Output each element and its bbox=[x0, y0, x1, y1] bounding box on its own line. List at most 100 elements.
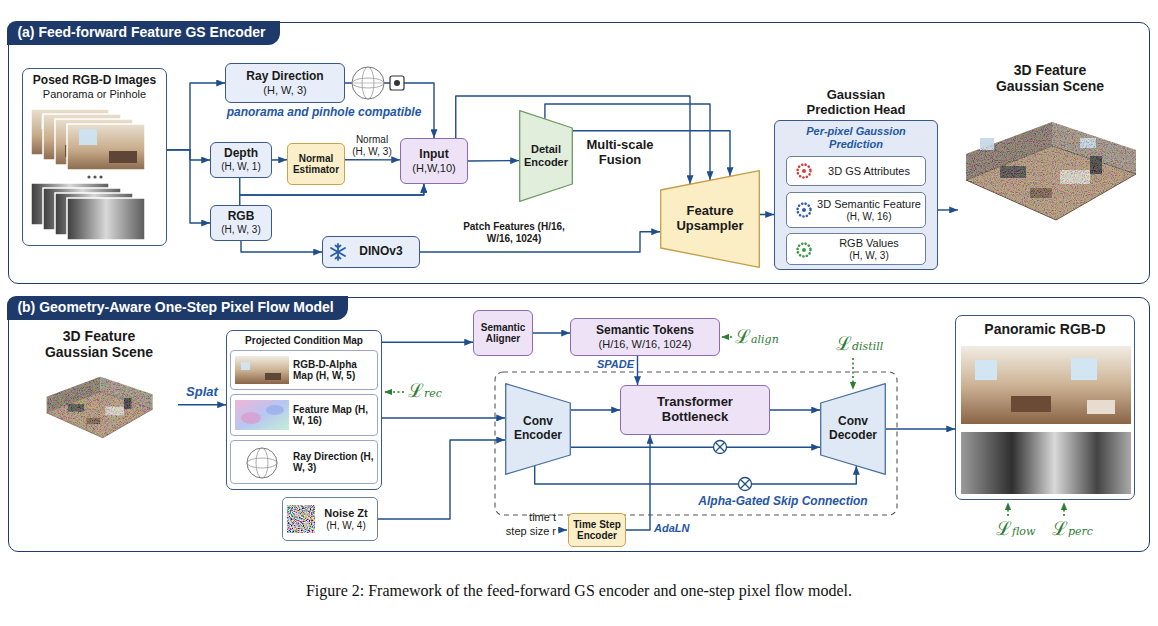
panorama-output-images bbox=[961, 346, 1131, 424]
encoder-trapezoid: Conv Encoder bbox=[505, 383, 571, 475]
loss-label: ℒperc bbox=[1052, 518, 1093, 539]
condition-channel-box: Feature Map (H, W, 16) bbox=[230, 394, 378, 436]
loss-pointer bbox=[1063, 503, 1065, 516]
loss-label: ℒalign bbox=[735, 326, 779, 347]
connector-arrow bbox=[770, 409, 820, 410]
node-subtext: (H,W,10) bbox=[412, 162, 455, 175]
condition-channel-box: Ray Direction (H, W, 3) bbox=[230, 440, 378, 484]
frozen-snowflake-icon bbox=[331, 248, 345, 256]
gaussian-scene-render bbox=[960, 108, 1140, 230]
connector-arrow bbox=[167, 150, 210, 223]
connector-arrow bbox=[468, 160, 519, 162]
ray-sphere-camera-icon bbox=[352, 83, 384, 84]
output-box: 3D GS Attributes bbox=[786, 156, 926, 186]
gaussian-scene-render bbox=[43, 368, 155, 444]
node-title: Gaussian Prediction Head bbox=[795, 88, 917, 118]
ray-sphere-thumbnail bbox=[247, 448, 277, 478]
gaussian-scene-render bbox=[960, 108, 1140, 230]
module-box: Time Step Encoder bbox=[568, 513, 626, 547]
node-subtext: (H, W, 3) bbox=[849, 250, 888, 262]
annotation-label: Multi-scale Fusion bbox=[582, 138, 658, 168]
frozen-model-box: DINOv3 bbox=[322, 236, 420, 268]
edge-label: Patch Features (H/16, W/16, 1024) bbox=[455, 221, 573, 244]
node-title: Posed RGB-D Images bbox=[33, 74, 156, 88]
output-box: 3D Semantic Feature(H, W, 16) bbox=[786, 192, 926, 228]
frozen-snowflake-icon bbox=[329, 243, 347, 261]
rgbd-image-stack bbox=[87, 175, 90, 178]
gaussian-scene-render bbox=[24, 368, 174, 444]
ray-sphere-camera-icon bbox=[352, 78, 384, 88]
connector-arrow bbox=[178, 404, 226, 405]
feature-map-thumbnail bbox=[241, 412, 261, 424]
encoder-trapezoid: Detail Encoder bbox=[519, 110, 573, 202]
feature-map-thumbnail bbox=[235, 400, 289, 430]
frozen-snowflake-icon bbox=[331, 248, 345, 256]
connector-arrow bbox=[345, 159, 400, 160]
ray-sphere-camera-icon bbox=[352, 67, 384, 99]
process-box: Input(H,W,10) bbox=[400, 138, 468, 184]
multiply-gate bbox=[716, 443, 725, 452]
connector-arrow bbox=[886, 428, 955, 429]
module-box: Normal Estimator bbox=[287, 143, 345, 185]
node-subtext: (H, W, 3) bbox=[263, 84, 306, 97]
ray-sphere-thumbnail bbox=[256, 448, 268, 478]
upsampler-trapezoid: Feature Upsampler bbox=[660, 170, 760, 268]
process-box: RGB(H, W, 3) bbox=[210, 205, 272, 241]
node-title: Detail Encoder bbox=[521, 143, 571, 168]
multiply-gate bbox=[739, 478, 752, 491]
node-title: Conv Encoder bbox=[507, 415, 569, 443]
condition-map-box: Projected Condition Map RGB-D-Alpha Map … bbox=[226, 330, 382, 490]
annotation-label: time t bbox=[480, 511, 556, 524]
node-subtext: (H, W, 1) bbox=[221, 161, 260, 173]
loss-label: ℒflow bbox=[996, 518, 1035, 539]
semantic-feature-dots bbox=[795, 201, 813, 219]
feature-map-thumbnail bbox=[235, 400, 289, 430]
node-title: Feature Upsampler bbox=[662, 204, 758, 234]
noise-box: Noise Zt(H, W, 4) bbox=[282, 497, 378, 541]
node-title: RGB bbox=[228, 210, 255, 224]
connector-arrow bbox=[241, 241, 322, 252]
multiply-gate bbox=[741, 480, 750, 489]
panorama-output-images bbox=[1087, 400, 1115, 414]
node-subtext: (H, W, 4) bbox=[326, 520, 365, 532]
annotation-label: step size r bbox=[480, 525, 556, 538]
node-title: (b) Geometry-Aware One-Step Pixel Flow M… bbox=[7, 296, 347, 319]
edge-label: Normal (H, W, 3) bbox=[349, 134, 395, 157]
panel-frame: (a) Feed-forward Feature GS Encoder Pose… bbox=[8, 22, 1150, 284]
edge-label: SPADE bbox=[590, 358, 634, 371]
module-box: Semantic Aligner bbox=[473, 310, 533, 356]
connector-arrow bbox=[938, 209, 958, 210]
rgbd-image-stack bbox=[109, 151, 137, 163]
connector-arrow bbox=[571, 409, 620, 410]
node-subtext: (H, W, 16) bbox=[846, 211, 891, 223]
ray-sphere-camera-icon bbox=[352, 67, 404, 99]
process-box: Ray Direction(H, W, 3) bbox=[225, 63, 345, 103]
connector-arrow bbox=[378, 440, 505, 519]
connector-arrow bbox=[167, 83, 225, 150]
scene-figure: 3D Feature Gaussian Scene bbox=[958, 62, 1142, 234]
node-title: Ray Direction (H, W, 3) bbox=[293, 451, 375, 474]
node-title: Input bbox=[419, 148, 448, 162]
semantic-feature-dots bbox=[802, 208, 806, 212]
node-title: Transformer Bottleneck bbox=[623, 395, 767, 425]
loss-pointer bbox=[1007, 503, 1009, 516]
time-input-arrow bbox=[558, 529, 567, 530]
ray-sphere-camera-icon bbox=[390, 76, 404, 90]
loss-label: ℒrec bbox=[408, 380, 442, 401]
node-subtext: Panorama or Pinhole bbox=[43, 88, 146, 101]
panorama-output-images bbox=[975, 360, 997, 380]
node-title: Ray Direction bbox=[246, 70, 323, 84]
connector-arrow bbox=[535, 466, 857, 484]
loss-label: ℒdistill bbox=[836, 333, 883, 354]
rgbd-image-stack bbox=[67, 124, 145, 170]
node-title: Conv Decoder bbox=[822, 415, 884, 443]
prediction-head-box: Gaussian Prediction HeadPer-pixel Gaussi… bbox=[774, 120, 938, 270]
node-title: Depth bbox=[224, 147, 258, 161]
loss-pointer bbox=[852, 358, 854, 389]
node-title: (a) Feed-forward Feature GS Encoder bbox=[7, 21, 279, 44]
gs-attribute-dots bbox=[795, 162, 813, 180]
node-subtext: Per-pixel Gaussion Prediction bbox=[779, 125, 933, 150]
rgb-value-dots bbox=[802, 248, 806, 252]
connector-arrow bbox=[240, 184, 424, 205]
decoder-trapezoid: Conv Decoder bbox=[820, 383, 886, 475]
